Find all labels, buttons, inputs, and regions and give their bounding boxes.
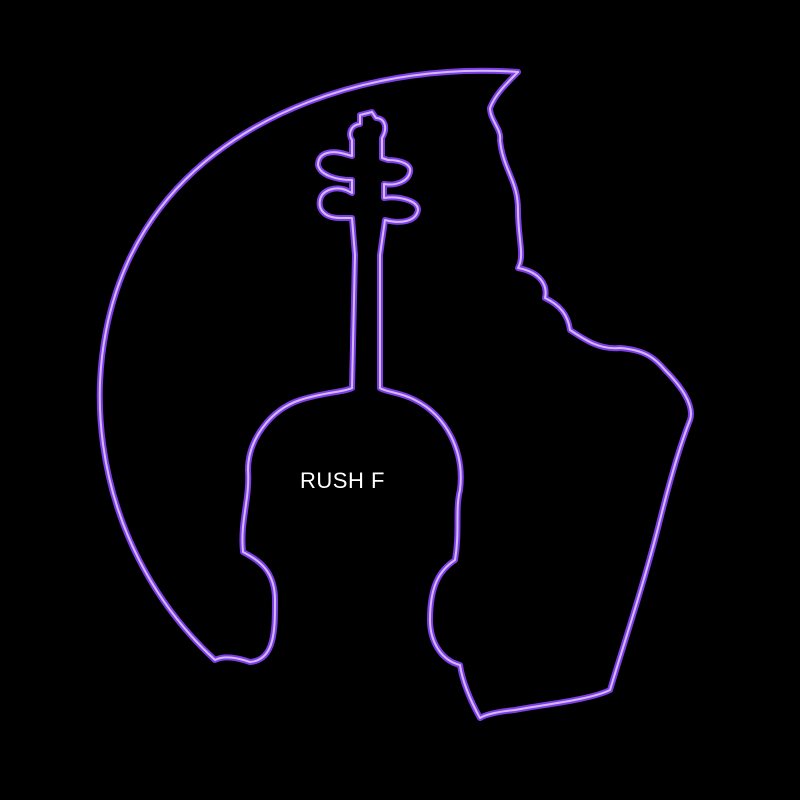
face-profile (377, 69, 694, 721)
violin-neck-scroll (315, 109, 421, 391)
moon-left-arc (96, 67, 521, 665)
violin-neck-scroll-highlight (317, 111, 419, 389)
outline-highlights (98, 69, 692, 719)
violin-outline (315, 109, 421, 391)
brand-name: RUSH F (300, 468, 385, 493)
face-moon-outline (96, 67, 694, 721)
moon-left-arc-highlight (98, 69, 519, 663)
face-profile-highlight (379, 71, 692, 719)
